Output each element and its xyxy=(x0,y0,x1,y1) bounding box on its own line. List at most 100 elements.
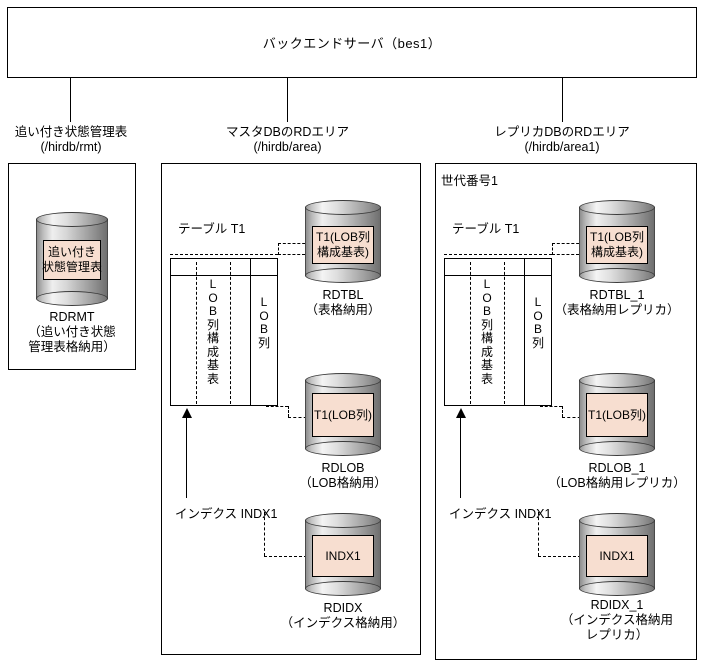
caption-line-1: RDTBL_1 xyxy=(589,288,645,302)
cylinder-label-plate: INDX1 xyxy=(312,535,374,577)
index-arrow-head-replica xyxy=(456,408,466,418)
table-col-lob-label-master: L O B 列 xyxy=(257,295,270,350)
connector-line-rmt xyxy=(70,78,71,122)
caption-line-1: RDLOB_1 xyxy=(588,461,646,475)
plate-line-1: INDX1 xyxy=(325,548,361,563)
table-column-divider-master xyxy=(250,258,251,406)
plate-line-1: T1(LOB列) xyxy=(313,407,372,422)
dotted-connector-lob-replica xyxy=(540,406,562,407)
cylinder-bottom-ellipse xyxy=(305,441,381,456)
cylinder-label-plate: 追い付き 状態管理表 xyxy=(42,240,103,280)
caption-line-1: RDTBL xyxy=(322,288,364,302)
dotted-connector-lob-master-2 xyxy=(288,417,312,418)
cylinder-bottom-ellipse xyxy=(579,268,655,283)
table-title-replica: テーブル T1 xyxy=(452,222,520,236)
table-col-lobbase-label-master: L O B 列 構 成 基 表 xyxy=(206,277,219,386)
table-lobbase-dash-right-replica xyxy=(504,262,505,404)
area-name-master: マスタDBのRDエリア xyxy=(226,125,349,139)
dotted-connector-tbl-replica-vert xyxy=(552,243,553,255)
index-arrow-head-master xyxy=(182,408,192,418)
caption-line-1: RDIDX xyxy=(323,601,363,615)
cylinder-label-plate: T1(LOB列 構成基表) xyxy=(586,226,648,264)
caption-line-1: RDLOB xyxy=(321,461,365,475)
panel-rdarea-replica xyxy=(435,163,697,660)
cylinder-bottom-ellipse xyxy=(305,581,381,596)
cylinder-top-ellipse xyxy=(305,200,381,215)
cylinder-label-plate: INDX1 xyxy=(586,535,648,577)
table-header-rule-master xyxy=(170,275,278,276)
cylinder-rdidx: INDX1 xyxy=(305,513,381,596)
generation-number-label: 世代番号1 xyxy=(441,174,498,188)
caption-rdtbl-1: RDTBL_1 （表格納用レプリカ） xyxy=(541,288,693,318)
table-header-rule-replica xyxy=(444,275,552,276)
plate-line-1: INDX1 xyxy=(599,548,635,563)
backend-server-box: バックエンドサーバ（bes1） xyxy=(7,7,697,78)
cylinder-label-plate: T1(LOB列 構成基表) xyxy=(312,226,374,264)
dotted-connector-lob-master-vert xyxy=(288,406,289,417)
area-caption-rmt: 追い付き状態管理表 (/hirdb/rmt) xyxy=(0,125,142,155)
plate-line-1: T1(LOB列) xyxy=(587,407,646,422)
index-arrow-shaft-master xyxy=(186,418,187,498)
cylinder-bottom-ellipse xyxy=(579,441,655,456)
cylinder-top-ellipse xyxy=(305,373,381,388)
cylinder-top-ellipse xyxy=(579,373,655,388)
dotted-connector-tbl-master xyxy=(278,254,305,255)
cylinder-rdrmt: 追い付き 状態管理表 xyxy=(36,212,108,306)
cylinder-rdlob-1: T1(LOB列) xyxy=(579,373,655,456)
index-label-replica: インデクス INDX1 xyxy=(449,507,552,521)
index-arrow-shaft-replica xyxy=(460,418,461,498)
area-name-replica: レプリカDBのRDエリア xyxy=(494,125,630,139)
cylinder-label-plate: T1(LOB列) xyxy=(312,393,374,437)
table-col-lobbase-label-replica: L O B 列 構 成 基 表 xyxy=(480,277,493,386)
caption-rdlob-1: RDLOB_1 （LOB格納用レプリカ） xyxy=(535,461,699,491)
cylinder-top-ellipse xyxy=(36,212,108,227)
caption-line-2: （追い付き状態 xyxy=(28,325,116,339)
caption-line-1: RDIDX_1 xyxy=(590,598,644,612)
connector-line-replica xyxy=(562,78,563,122)
backend-server-label: バックエンドサーバ（bes1） xyxy=(262,36,442,51)
cylinder-rdidx-1: INDX1 xyxy=(579,513,655,596)
caption-line-2: （インデクス格納用） xyxy=(280,616,406,630)
area-path-replica: (/hirdb/area1) xyxy=(524,140,600,154)
area-name-rmt: 追い付き状態管理表 xyxy=(14,125,128,139)
index-label-master: インデクス INDX1 xyxy=(175,507,278,521)
dotted-connector-tbl-master-vert xyxy=(278,243,279,255)
area-caption-replica: レプリカDBのRDエリア (/hirdb/area1) xyxy=(462,125,662,155)
plate-line-2: 構成基表) xyxy=(591,245,643,259)
cylinder-bottom-ellipse xyxy=(579,581,655,596)
area-path-master: (/hirdb/area) xyxy=(253,140,322,154)
caption-line-2: （インデクス格納用 xyxy=(560,613,674,627)
caption-rdidx-1: RDIDX_1 （インデクス格納用 レプリカ） xyxy=(536,598,698,643)
caption-line-2: （LOB格納用レプリカ） xyxy=(548,476,686,490)
connector-line-master xyxy=(287,78,288,122)
plate-line-1: T1(LOB列 xyxy=(315,230,370,244)
caption-rdlob: RDLOB （LOB格納用） xyxy=(285,461,401,491)
cylinder-rdtbl: T1(LOB列 構成基表) xyxy=(305,200,381,283)
caption-line-2: （LOB格納用） xyxy=(299,476,387,490)
cylinder-top-ellipse xyxy=(305,513,381,528)
dotted-connector-lob-master xyxy=(266,406,288,407)
caption-line-3: レプリカ） xyxy=(585,628,649,642)
dotted-connector-idx-replica-vert xyxy=(538,512,539,556)
cylinder-bottom-ellipse xyxy=(305,268,381,283)
area-path-rmt: (/hirdb/rmt) xyxy=(40,140,102,154)
dotted-connector-idx-master xyxy=(264,556,312,557)
table-top-dash-replica xyxy=(444,254,552,255)
table-column-divider-replica xyxy=(524,258,525,406)
dotted-connector-tbl-replica-2 xyxy=(552,243,584,244)
plate-line-2: 状態管理表 xyxy=(42,260,103,274)
dotted-connector-tbl-master-2 xyxy=(278,243,310,244)
dotted-connector-idx-replica xyxy=(538,556,586,557)
table-lobbase-dash-left-replica xyxy=(470,262,471,404)
cylinder-top-ellipse xyxy=(579,513,655,528)
dotted-connector-tbl-replica xyxy=(552,254,579,255)
table-box-replica xyxy=(444,258,552,406)
dotted-connector-idx-master-vert xyxy=(264,512,265,556)
caption-line-3: 管理表格納用） xyxy=(28,340,116,354)
caption-rdtbl: RDTBL （表格納用） xyxy=(285,288,401,318)
dotted-connector-lob-replica-vert xyxy=(562,406,563,417)
caption-rdidx: RDIDX （インデクス格納用） xyxy=(254,601,432,631)
table-lobbase-dash-left-master xyxy=(196,262,197,404)
table-top-dash-master xyxy=(170,254,278,255)
caption-line-1: RDRMT xyxy=(49,310,95,324)
